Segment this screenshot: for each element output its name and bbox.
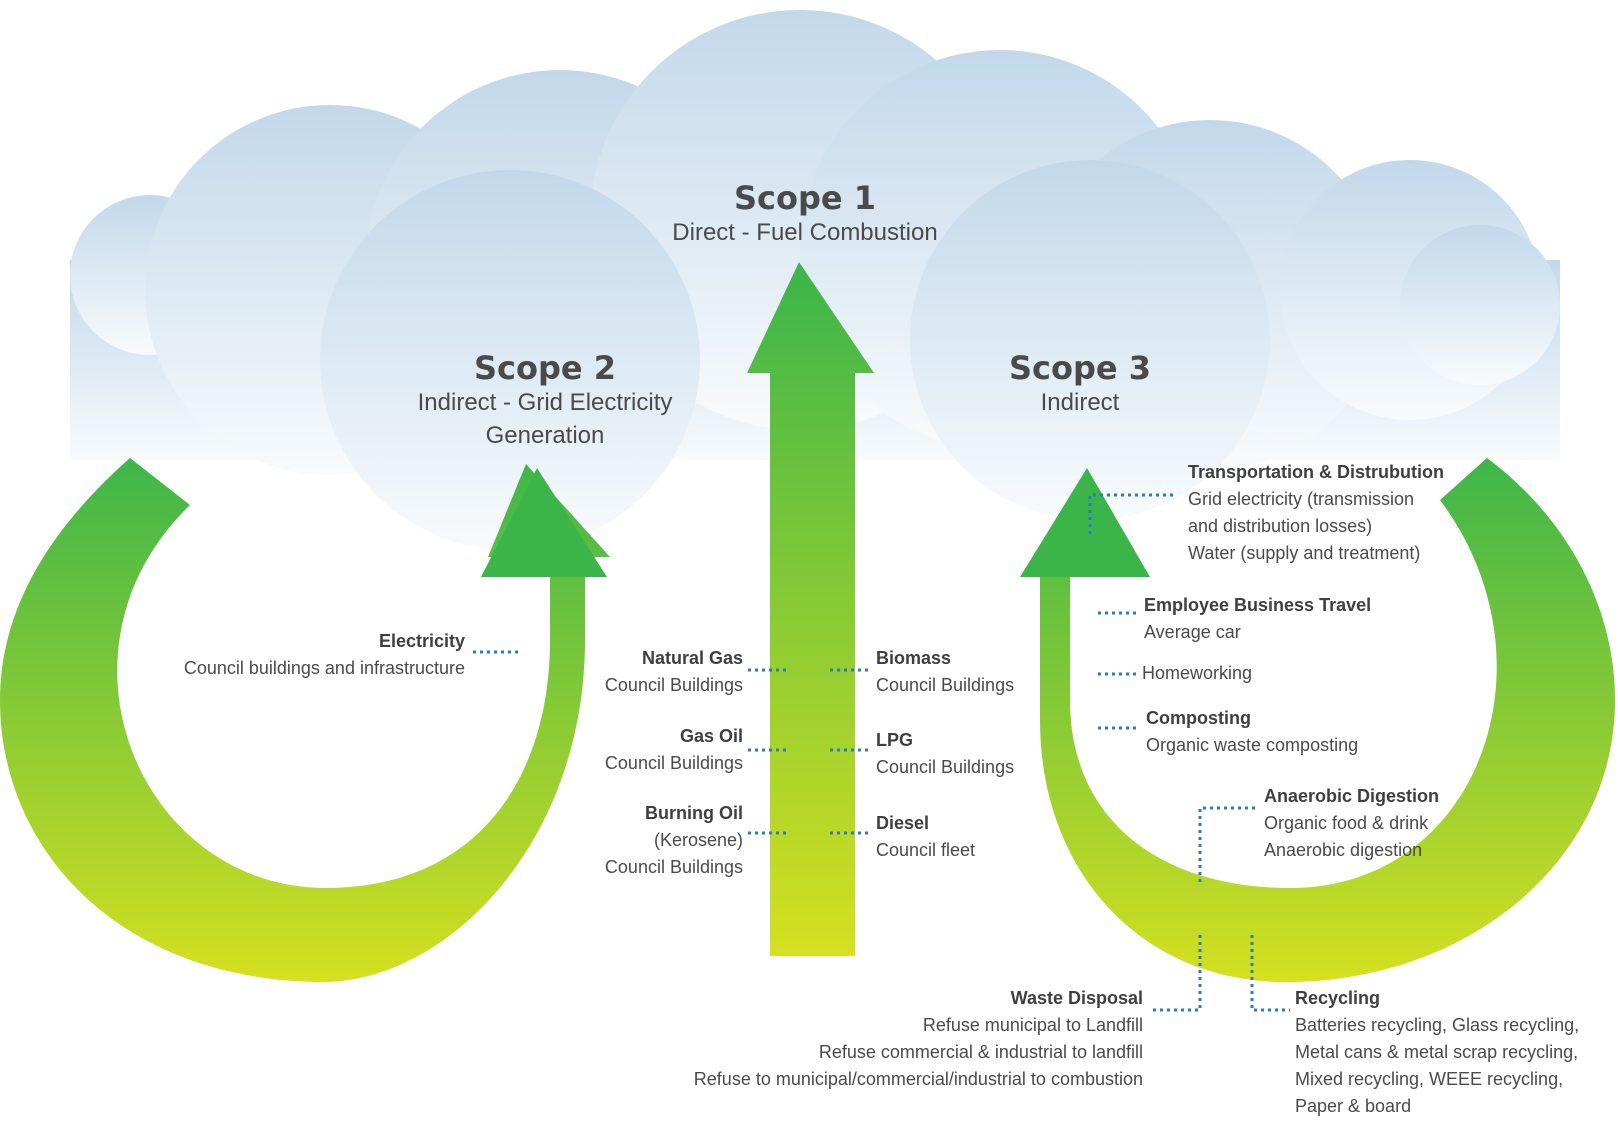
transport-desc2: and distribution losses): [1188, 516, 1373, 536]
scope3-heading: Scope 3 Indirect: [950, 350, 1210, 419]
scope2-curved-arrow: [0, 458, 610, 982]
recycling-desc2: Metal cans & metal scrap recycling,: [1295, 1042, 1579, 1062]
homeworking-title: Homeworking: [1142, 663, 1253, 683]
transport-desc3: Water (supply and treatment): [1188, 543, 1421, 563]
burning-oil-label: Burning Oil (Kerosene) Council Buildings: [540, 800, 743, 881]
gas-oil-desc: Council Buildings: [604, 753, 743, 773]
waste-disposal-desc1: Refuse municipal to Landfill: [922, 1015, 1143, 1035]
biomass-label: Biomass Council Buildings: [876, 645, 1076, 699]
scope2-heading: Scope 2 Indirect - Grid Electricity Gene…: [360, 350, 730, 452]
diesel-desc: Council fleet: [876, 840, 976, 860]
diesel-label: Diesel Council fleet: [876, 810, 1076, 864]
scope3-title: Scope 3: [1008, 349, 1151, 387]
waste-disposal-desc2: Refuse commercial & industrial to landfi…: [818, 1042, 1143, 1062]
composting-label: Composting Organic waste composting: [1146, 705, 1436, 759]
transport-desc1: Grid electricity (transmission: [1188, 489, 1415, 509]
recycling-label: Recycling Batteries recycling, Glass rec…: [1295, 985, 1615, 1120]
scope1-arrow: [747, 262, 874, 956]
composting-title: Composting: [1146, 708, 1251, 728]
business-travel-title: Employee Business Travel: [1144, 595, 1372, 615]
scope2-arrow-head: [481, 468, 607, 577]
scope1-heading: Scope 1 Direct - Fuel Combustion: [600, 180, 1010, 249]
homeworking-label: Homeworking: [1142, 660, 1342, 687]
biomass-desc: Council Buildings: [876, 675, 1015, 695]
lpg-desc: Council Buildings: [876, 757, 1015, 777]
scope2-subtitle-line2: Generation: [485, 422, 605, 449]
transport-title: Transportation & Distrubution: [1188, 462, 1444, 482]
natural-gas-desc: Council Buildings: [604, 675, 743, 695]
business-travel-label: Employee Business Travel Average car: [1144, 592, 1434, 646]
diesel-title: Diesel: [876, 813, 930, 833]
burning-oil-desc1: (Kerosene): [653, 830, 743, 850]
transport-label: Transportation & Distrubution Grid elect…: [1188, 459, 1478, 567]
electricity-title: Electricity: [378, 631, 465, 651]
lpg-label: LPG Council Buildings: [876, 727, 1076, 781]
scope3-subtitle: Indirect: [1040, 389, 1120, 416]
anaerobic-label: Anaerobic Digestion Organic food & drink…: [1264, 783, 1564, 864]
cloud-shape: [70, 10, 1560, 550]
biomass-title: Biomass: [876, 648, 952, 668]
business-travel-desc: Average car: [1144, 622, 1241, 642]
anaerobic-title: Anaerobic Digestion: [1264, 786, 1440, 806]
scope1-title: Scope 1: [733, 179, 876, 217]
anaerobic-desc2: Anaerobic digestion: [1264, 840, 1423, 860]
waste-disposal-title: Waste Disposal: [1010, 988, 1143, 1008]
waste-disposal-desc3: Refuse to municipal/commercial/industria…: [693, 1069, 1143, 1089]
natural-gas-title: Natural Gas: [641, 648, 743, 668]
gas-oil-title: Gas Oil: [679, 726, 743, 746]
anaerobic-desc1: Organic food & drink: [1264, 813, 1429, 833]
scope2-subtitle-line1: Indirect - Grid Electricity: [417, 389, 673, 416]
recycling-title: Recycling: [1295, 988, 1381, 1008]
scope3-curved-arrow: [1040, 458, 1615, 983]
electricity-label: Electricity Council buildings and infras…: [100, 628, 465, 682]
scope2-title: Scope 2: [473, 349, 616, 387]
recycling-desc3: Mixed recycling, WEEE recycling,: [1295, 1069, 1564, 1089]
burning-oil-desc2: Council Buildings: [604, 857, 743, 877]
composting-desc: Organic waste composting: [1146, 735, 1359, 755]
lpg-title: LPG: [876, 730, 914, 750]
natural-gas-label: Natural Gas Council Buildings: [540, 645, 743, 699]
waste-disposal-label: Waste Disposal Refuse municipal to Landf…: [560, 985, 1143, 1093]
electricity-desc: Council buildings and infrastructure: [183, 658, 465, 678]
gas-oil-label: Gas Oil Council Buildings: [540, 723, 743, 777]
connector-lines: [473, 493, 1290, 1012]
scope3-arrow-head: [1020, 468, 1150, 577]
recycling-desc4: Paper & board: [1295, 1096, 1412, 1116]
scope1-subtitle: Direct - Fuel Combustion: [672, 219, 938, 246]
recycling-desc1: Batteries recycling, Glass recycling,: [1295, 1015, 1580, 1035]
burning-oil-title: Burning Oil: [645, 803, 743, 823]
